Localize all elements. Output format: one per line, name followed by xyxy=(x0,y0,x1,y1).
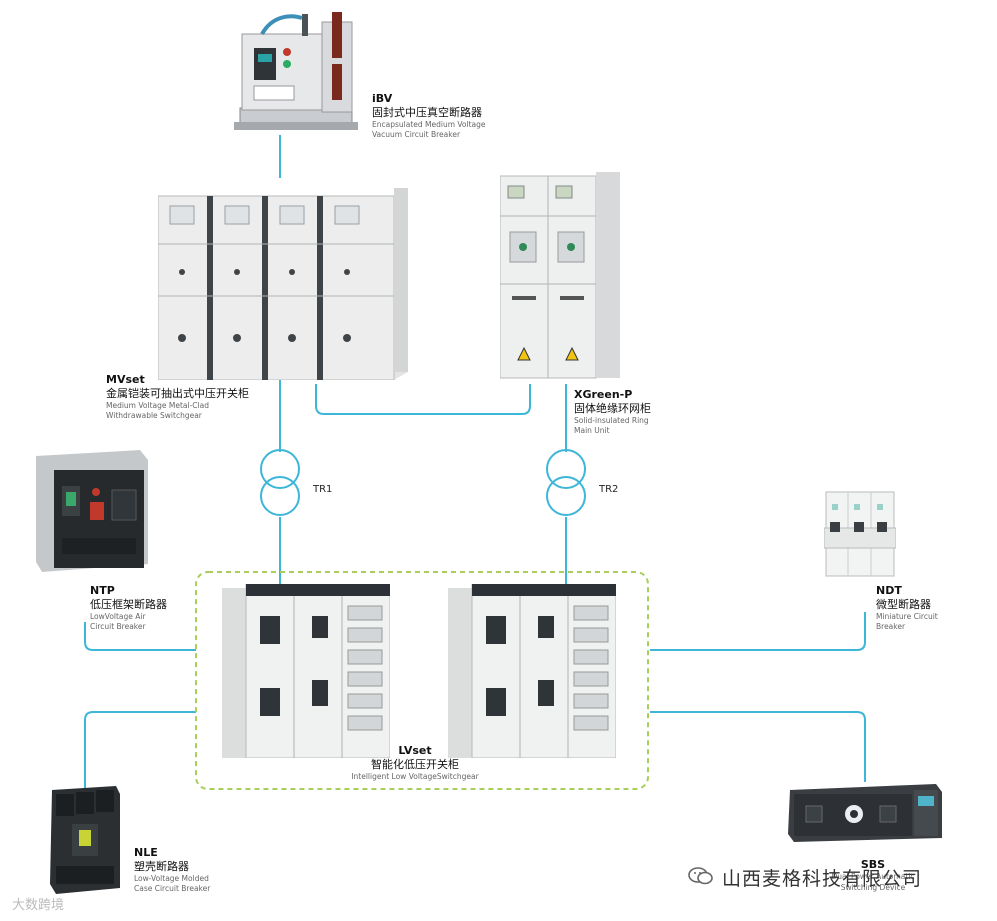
ntp-breaker-image xyxy=(36,450,148,572)
ndt-breaker-image xyxy=(824,491,896,577)
wire-sbs xyxy=(650,711,866,782)
lvset-cabinet-1-image xyxy=(222,584,390,758)
nle-en-line2: Case Circuit Breaker xyxy=(134,884,211,894)
ndt-code: NDT xyxy=(876,584,902,597)
ibv-code: iBV xyxy=(372,92,393,105)
sbs-en-line2: Switching Device xyxy=(840,882,906,892)
wire-ndt xyxy=(650,612,866,651)
sbs-code: SBS xyxy=(860,858,886,871)
ibv-cn-name: 固封式中压真空断路器 xyxy=(372,105,482,119)
xgreen-en-line2: Main Unit xyxy=(574,426,610,436)
corner-watermark: 大数跨境 xyxy=(12,898,65,913)
ndt-label: NDT 微型断路器 Miniature Circuit Breaker xyxy=(876,584,938,633)
nle-label: NLE 塑壳断路器 Low-Voltage Molded Case Circui… xyxy=(134,846,210,895)
mvset-switchgear-image xyxy=(158,188,408,380)
lvset-en-line1: Intelligent Low VoltageSwitchgear xyxy=(351,771,479,781)
lvset-label: LVset 智能化低压开关柜 Intelligent Low VoltageSw… xyxy=(345,744,485,782)
mvset-en-line1: Medium Voltage Metal-Clad xyxy=(106,400,209,410)
ibv-label: iBV 固封式中压真空断路器 Encapsulated Medium Volta… xyxy=(372,92,486,141)
lvset-cn-name: 智能化低压开关柜 xyxy=(371,757,459,771)
tr2-symbol xyxy=(546,449,586,516)
wire-ntp xyxy=(84,622,196,651)
ntp-code: NTP xyxy=(90,584,115,597)
ndt-en-line1: Miniature Circuit xyxy=(876,611,938,621)
nle-cn-name: 塑壳断路器 xyxy=(134,859,189,873)
tr1-symbol xyxy=(260,449,300,516)
lvset-code: LVset xyxy=(398,744,432,757)
company-watermark: 山西麦格科技有限公司 xyxy=(722,868,923,890)
ntp-en-line1: LowVoltage Air xyxy=(90,611,146,621)
tr1-label: TR1 xyxy=(313,484,333,495)
xgreen-label: XGreen-P 固体绝缘环网柜 Solid-insulated Ring Ma… xyxy=(574,388,651,437)
lvset-group-border xyxy=(195,571,649,790)
sbs-device-image xyxy=(788,784,942,842)
nle-code: NLE xyxy=(134,846,158,859)
ntp-label: NTP 低压框架断路器 LowVoltage Air Circuit Break… xyxy=(90,584,167,633)
mvset-label: MVset 金属铠装可抽出式中压开关柜 Medium Voltage Metal… xyxy=(106,373,249,422)
ndt-en-line2: Breaker xyxy=(876,622,906,632)
tr2-label: TR2 xyxy=(599,484,619,495)
ntp-en-line2: Circuit Breaker xyxy=(90,622,146,632)
xgreen-code: XGreen-P xyxy=(574,388,633,401)
sbs-label: SBS Dual Power Automatic Switching Devic… xyxy=(818,858,928,894)
lvset-cabinet-2-image xyxy=(448,584,616,758)
ibv-breaker-image xyxy=(234,12,358,130)
wechat-icon xyxy=(688,867,713,885)
ibv-en-line2: Vacuum Circuit Breaker xyxy=(372,130,461,140)
xgreen-cn-name: 固体绝缘环网柜 xyxy=(574,401,651,415)
xgreen-rmu-image xyxy=(500,172,620,379)
xgreen-en-line1: Solid-insulated Ring xyxy=(574,415,649,425)
ibv-en-line1: Encapsulated Medium Voltage xyxy=(372,119,486,129)
mvset-en-line2: Withdrawable Switchgear xyxy=(106,411,202,421)
ndt-cn-name: 微型断路器 xyxy=(876,597,931,611)
mvset-cn-name: 金属铠装可抽出式中压开关柜 xyxy=(106,386,249,400)
sbs-en-line1: Dual Power Automatic xyxy=(831,871,915,881)
mvset-code: MVset xyxy=(106,373,145,386)
wire-mvset-xgreen xyxy=(315,384,531,415)
wire-nle xyxy=(84,711,196,812)
ntp-cn-name: 低压框架断路器 xyxy=(90,597,167,611)
nle-breaker-image xyxy=(50,786,120,894)
nle-en-line1: Low-Voltage Molded xyxy=(134,873,209,883)
